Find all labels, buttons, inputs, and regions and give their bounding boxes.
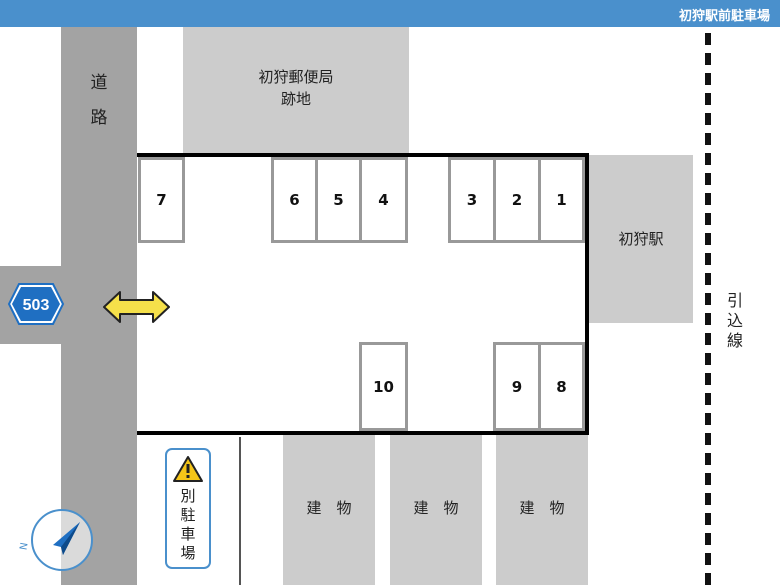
map-title: 初狩駅前駐車場 <box>678 9 770 24</box>
building-1-label: 建 物 <box>306 499 352 517</box>
entrance-arrow-icon <box>103 291 170 323</box>
space-number: 7 <box>156 191 167 209</box>
parking-space-10[interactable]: 10 <box>359 342 408 431</box>
parking-space-6[interactable]: 6 <box>271 157 318 243</box>
space-number: 2 <box>511 191 523 209</box>
space-number: 4 <box>378 191 389 209</box>
parking-space-1[interactable]: 1 <box>538 157 585 243</box>
space-number: 8 <box>556 377 567 396</box>
road-label-2: 路 <box>90 108 108 128</box>
header-bar: 初狩駅前駐車場 <box>0 0 780 27</box>
other-parking-char-1: 別 <box>180 487 196 505</box>
other-parking-sign <box>165 448 211 569</box>
space-number: 10 <box>373 377 394 396</box>
compass-icon: N <box>19 509 93 571</box>
siding-char-2: 込 <box>726 311 743 330</box>
post-office-site <box>183 27 409 153</box>
other-parking-char-3: 車 <box>180 525 196 543</box>
parking-space-8[interactable]: 8 <box>538 342 585 431</box>
post-office-label-2: 跡地 <box>280 90 311 108</box>
station-label: 初狩駅 <box>618 230 664 248</box>
siding-char-3: 線 <box>726 331 743 350</box>
space-number: 5 <box>333 191 344 209</box>
boundary-line <box>239 437 241 585</box>
warning-icon <box>173 456 203 482</box>
space-number: 3 <box>466 191 478 209</box>
road-label-1: 道 <box>90 73 108 93</box>
siding-track <box>705 33 711 585</box>
station-building <box>589 155 693 323</box>
parking-lot-border <box>137 153 589 435</box>
other-parking-char-2: 駐 <box>180 506 196 524</box>
building-2-label: 建 物 <box>413 499 459 517</box>
parking-space-4[interactable]: 4 <box>359 157 408 243</box>
siding-label: 引 込 線 <box>724 291 746 351</box>
space-number: 9 <box>511 377 523 396</box>
parking-space-3[interactable]: 3 <box>448 157 496 243</box>
space-number: 1 <box>556 191 567 209</box>
parking-space-9[interactable]: 9 <box>493 342 541 431</box>
compass-north-label: N <box>19 542 31 551</box>
other-parking-char-4: 場 <box>180 544 196 562</box>
route-number: 503 <box>23 297 50 314</box>
parking-space-5[interactable]: 5 <box>315 157 362 243</box>
building-2 <box>390 435 482 585</box>
space-number: 6 <box>289 191 300 209</box>
building-1 <box>283 435 375 585</box>
siding-char-1: 引 <box>726 291 743 310</box>
building-3-label: 建 物 <box>519 499 565 517</box>
route-sign: 503 <box>7 283 65 325</box>
other-parking-label: 別 駐 車 場 <box>165 487 211 563</box>
post-office-label-1: 初狩郵便局 <box>258 68 334 86</box>
parking-space-2[interactable]: 2 <box>493 157 541 243</box>
parking-space-7[interactable]: 7 <box>138 157 185 243</box>
building-3 <box>496 435 588 585</box>
